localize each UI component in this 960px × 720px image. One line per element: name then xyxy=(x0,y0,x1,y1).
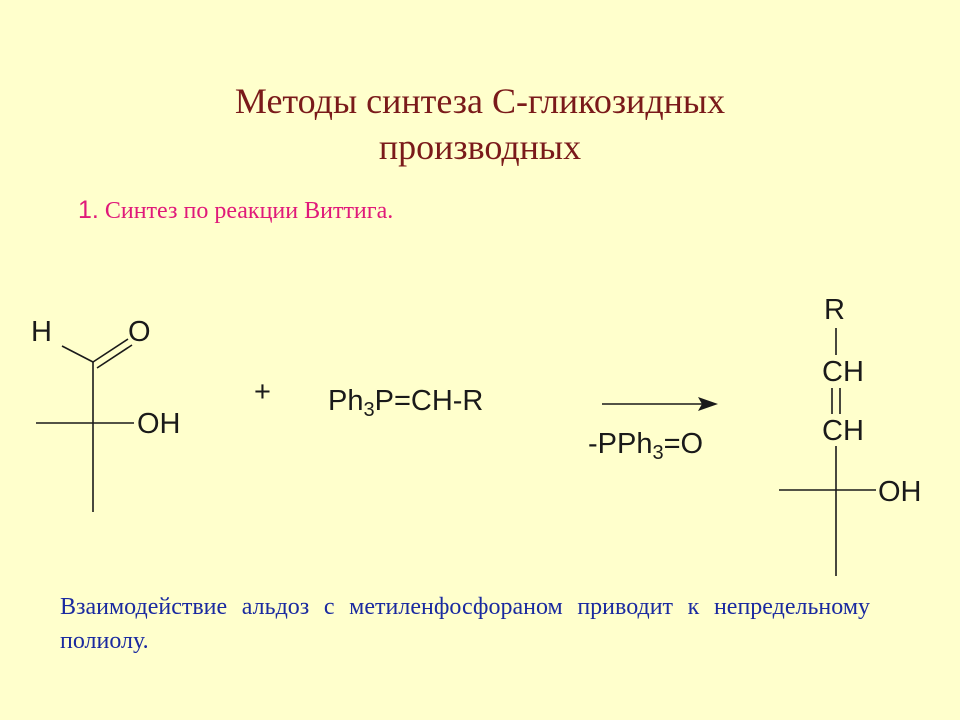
product-r-label: R xyxy=(824,294,845,326)
reactant-oh-label: OH xyxy=(137,408,181,440)
section-number: 1. xyxy=(78,196,99,224)
slide-title-line-2: производных xyxy=(378,127,582,167)
byproduct-subscript: 3 xyxy=(652,442,664,464)
reaction-arrow-head xyxy=(698,397,718,411)
slide-title: Методы синтеза С-гликозидных производных xyxy=(0,78,960,170)
reactant-co-bond-outer xyxy=(92,338,129,363)
byproduct-suffix: =O xyxy=(663,428,704,460)
byproduct-label: -PPh3=O xyxy=(588,428,704,463)
slide-title-line-1: Методы синтеза С-гликозидных xyxy=(234,81,726,121)
wittig-reagent: Ph3P=CH-R xyxy=(328,385,484,420)
reagent-ph: Ph xyxy=(328,385,364,417)
product-ch1-label: CH xyxy=(822,356,864,388)
reactant-h-label: H xyxy=(31,316,52,348)
reactant-o-label: O xyxy=(128,316,151,348)
explanation-text: Взаимодействие альдоз с метиленфосфорано… xyxy=(60,594,870,654)
product-ch2-label: CH xyxy=(822,415,864,447)
product-oh-label: OH xyxy=(878,476,922,508)
reactant-co-bond-inner xyxy=(96,344,133,369)
plus-sign: + xyxy=(254,376,271,408)
reagent-subscript: 3 xyxy=(363,399,375,421)
byproduct-prefix: -PPh xyxy=(588,428,653,460)
reactant-h-bond xyxy=(61,345,94,363)
section-heading-text: Синтез по реакции Виттига. xyxy=(98,198,394,224)
section-heading: 1. Синтез по реакции Виттига. xyxy=(78,196,393,225)
reagent-rest: P=CH-R xyxy=(374,385,484,417)
